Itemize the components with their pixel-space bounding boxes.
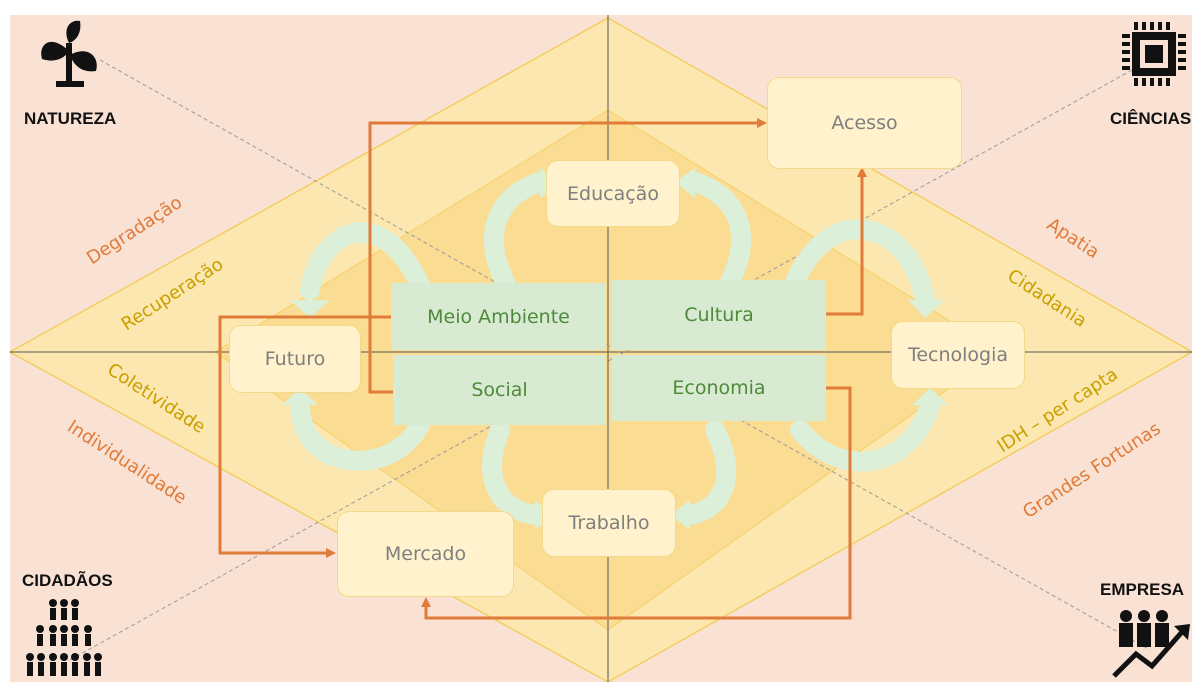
node-trabalho: Trabalho bbox=[542, 489, 676, 557]
node-mercado: Mercado bbox=[337, 511, 514, 597]
quadrant-meio-ambiente: Meio Ambiente bbox=[391, 283, 606, 350]
node-futuro: Futuro bbox=[229, 325, 361, 393]
orange-connectors bbox=[218, 118, 867, 620]
cycle-arrows bbox=[290, 172, 940, 525]
quadrant-cultura: Cultura bbox=[612, 280, 826, 350]
microchip-icon bbox=[1122, 22, 1186, 86]
corner-label-natureza: NATUREZA bbox=[24, 109, 117, 128]
node-educacao: Educação bbox=[546, 160, 680, 227]
people-pyramid-icon bbox=[26, 599, 102, 676]
cycle-arrowheads bbox=[282, 168, 948, 530]
plant-sprout-icon bbox=[41, 20, 97, 87]
corner-label-empresa: EMPRESA bbox=[1100, 580, 1185, 599]
diagonal-guide-2 bbox=[69, 59, 1151, 661]
quadrant-social: Social bbox=[393, 355, 606, 425]
corner-label-ciencias: CIÊNCIAS bbox=[1110, 109, 1192, 128]
node-tecnologia: Tecnologia bbox=[891, 321, 1025, 389]
node-acesso: Acesso bbox=[767, 77, 962, 169]
quadrant-economia: Economia bbox=[612, 355, 826, 421]
corner-label-cidadaos: CIDADÃOS bbox=[22, 571, 113, 590]
business-people-growth-icon bbox=[1112, 610, 1190, 678]
